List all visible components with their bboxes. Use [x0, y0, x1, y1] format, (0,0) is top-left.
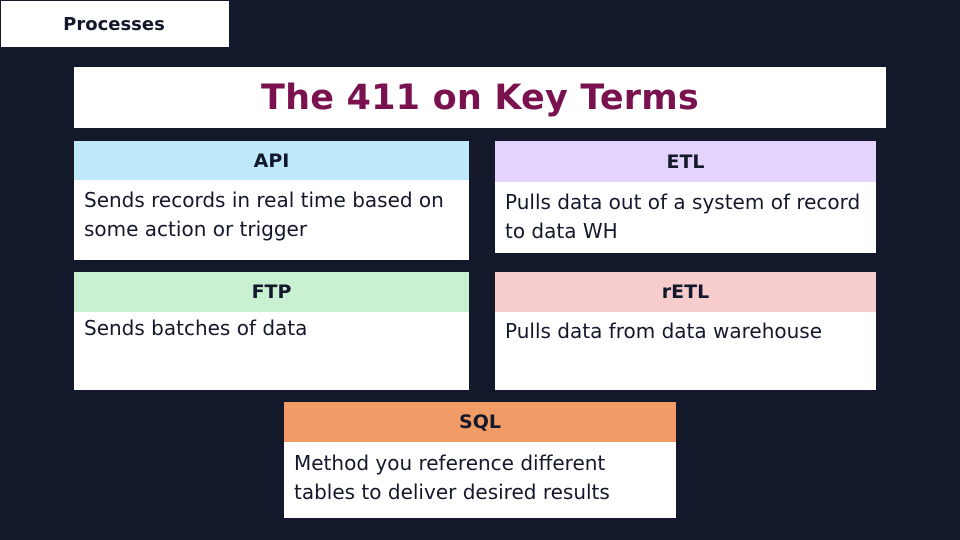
- term-definition-etl: Pulls data out of a system of record to …: [505, 190, 861, 243]
- term-card-retl: rETL Pulls data from data warehouse: [495, 272, 876, 390]
- term-card-ftp: FTP Sends batches of data: [74, 272, 469, 390]
- term-card-api: API Sends records in real time based on …: [74, 141, 469, 260]
- term-header-ftp: FTP: [74, 272, 469, 312]
- title-bar: The 411 on Key Terms: [74, 67, 886, 128]
- term-header-etl: ETL: [495, 141, 876, 182]
- term-definition-sql: Method you reference different tables to…: [294, 451, 610, 504]
- term-card-etl: ETL Pulls data out of a system of record…: [495, 141, 876, 253]
- term-definition-api: Sends records in real time based on some…: [84, 188, 444, 241]
- term-card-sql: SQL Method you reference different table…: [284, 402, 676, 518]
- term-header-retl: rETL: [495, 272, 876, 312]
- section-tag: Processes: [1, 1, 229, 47]
- page-title: The 411 on Key Terms: [261, 77, 699, 118]
- term-definition-retl: Pulls data from data warehouse: [505, 319, 823, 343]
- term-definition-ftp: Sends batches of data: [84, 316, 308, 340]
- term-header-sql: SQL: [284, 402, 676, 442]
- term-header-api: API: [74, 141, 469, 180]
